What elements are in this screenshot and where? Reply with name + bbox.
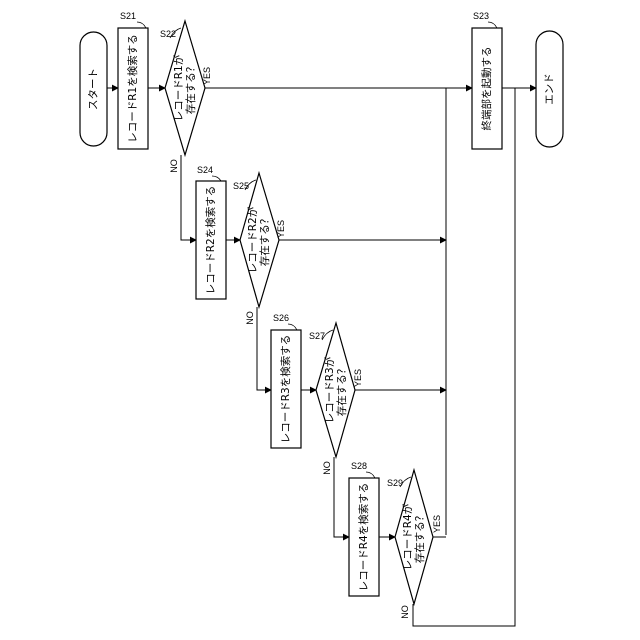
s22-line2: 存在する？ (184, 62, 197, 115)
s24-leader (212, 176, 221, 181)
decision-s29: レコードR4が 存在する？ S29 YES NO (387, 470, 442, 619)
s27-line1: レコードR3が (323, 356, 336, 423)
s25-line2: 存在する？ (258, 214, 271, 267)
arrow-s25-no-to-s26 (257, 307, 271, 390)
s23-leader (488, 22, 497, 28)
s25-no-label: NO (245, 311, 255, 325)
s24-text: レコードR2を検索する (204, 186, 217, 294)
s28-id: S28 (351, 461, 367, 471)
step-s21: レコードR1を検索する S21 (118, 11, 148, 149)
decision-s27: レコードR3が 存在する？ S27 YES NO (309, 323, 363, 475)
s21-text: レコードR1を検索する (126, 34, 139, 142)
s29-yes-label: YES (432, 515, 442, 533)
s22-no-label: NO (169, 159, 179, 173)
s22-yes-label: YES (202, 67, 212, 85)
step-s24: レコードR2を検索する S24 (196, 165, 226, 299)
step-s28: レコードR4を検索する S28 (349, 461, 379, 596)
s26-leader (288, 324, 297, 330)
s22-line1: レコードR1が (172, 54, 185, 121)
s28-leader (366, 472, 375, 478)
s21-leader (137, 22, 146, 28)
s23-id: S23 (473, 11, 489, 21)
decision-s22: レコードR1が 存在する？ S22 YES NO (160, 21, 212, 173)
s27-line2: 存在する？ (335, 364, 348, 417)
s24-id: S24 (197, 165, 213, 175)
start-terminal: スタート (80, 32, 107, 146)
start-label: スタート (88, 68, 100, 110)
arrow-s22-no-to-s24 (181, 155, 196, 240)
step-s26: レコードR3を検索する S26 (271, 313, 301, 448)
s26-id: S26 (273, 313, 289, 323)
s21-id: S21 (120, 11, 136, 21)
s25-yes-label: YES (276, 220, 286, 238)
s25-line1: レコードR2が (246, 206, 259, 273)
s29-id: S29 (387, 478, 403, 488)
s27-no-label: NO (322, 461, 332, 475)
s29-line2: 存在する？ (413, 511, 426, 564)
end-terminal: エンド (536, 31, 563, 147)
s27-yes-label: YES (353, 369, 363, 387)
arrow-s27-no-to-s28 (334, 457, 349, 537)
s26-text: レコードR3を検索する (279, 335, 292, 443)
s25-id: S25 (233, 181, 249, 191)
step-s23: 終端部を起動する S23 (472, 11, 502, 149)
end-label: エンド (544, 73, 556, 105)
s29-line1: レコードR4が (401, 503, 414, 570)
s28-text: レコードR4を検索する (357, 483, 370, 591)
s27-id: S27 (309, 331, 325, 341)
decision-s25: レコードR2が 存在する？ S25 YES NO (233, 173, 286, 325)
s29-no-label: NO (400, 605, 410, 619)
s23-text: 終端部を起動する (480, 47, 493, 131)
s22-id: S22 (160, 29, 176, 39)
